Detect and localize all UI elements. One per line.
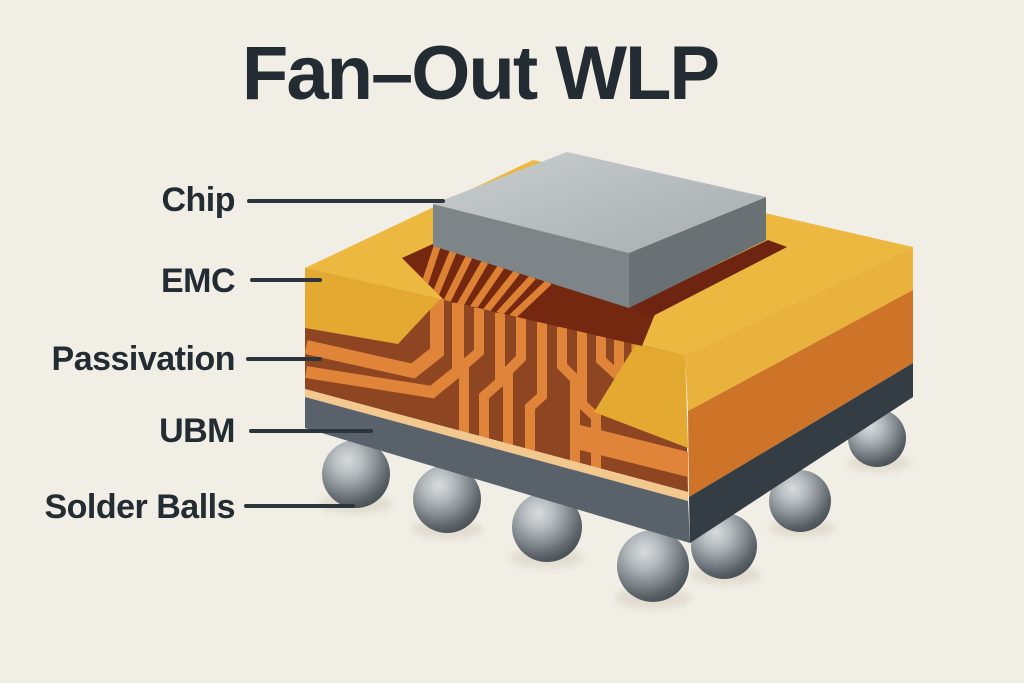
chip-front-face	[433, 204, 629, 308]
label-passivation: Passivation	[51, 340, 236, 378]
leader-line-ubm	[249, 429, 373, 433]
chip-right-face	[629, 197, 766, 308]
emc-right-face	[685, 247, 913, 411]
chip-top-face	[433, 152, 766, 253]
package-front-face	[305, 268, 690, 543]
chip-die	[433, 152, 766, 308]
cream-dielectric-front	[305, 389, 688, 501]
solder-ball	[617, 530, 689, 602]
solder-ball	[413, 465, 481, 533]
solder-ball	[322, 440, 390, 508]
package-right-face	[685, 247, 913, 543]
trace-ridge	[483, 269, 520, 314]
rdl-trace	[503, 317, 526, 446]
ubm-layer-front	[305, 397, 690, 543]
label-ubm: UBM	[159, 412, 235, 450]
mold-orange-right-face	[688, 290, 913, 497]
rdl-band-right	[580, 425, 688, 477]
solder-ball	[512, 492, 582, 562]
rdl-trace	[525, 322, 547, 452]
trace-ridge	[470, 265, 504, 310]
chip-groove-right	[631, 240, 787, 317]
emc-front-wedge-right	[594, 344, 688, 448]
trace-ridge	[509, 279, 552, 320]
label-chip: Chip	[161, 181, 235, 219]
page-title: Fan–Out WLP	[241, 31, 720, 116]
ubm-layer-right	[689, 363, 913, 543]
trace-ridge	[443, 255, 473, 303]
rdl-trace	[479, 313, 505, 440]
leader-line-solder-balls	[244, 504, 355, 508]
label-emc: EMC	[160, 262, 236, 300]
trace-ridge	[456, 260, 489, 307]
rdl-trace	[459, 308, 484, 434]
solder-ball	[769, 470, 831, 532]
rdl-trace	[305, 303, 464, 399]
rdl-trace	[557, 327, 580, 464]
leader-line-chip	[247, 199, 445, 203]
trace-ridge	[496, 274, 536, 317]
emc-front-wedge-left	[305, 268, 440, 344]
leader-line-emc	[250, 278, 322, 282]
label-solder-balls: Solder Balls	[44, 488, 235, 526]
rdl-trace	[305, 298, 444, 379]
trace-ridge	[430, 250, 457, 300]
leader-line-passivation	[246, 357, 322, 361]
